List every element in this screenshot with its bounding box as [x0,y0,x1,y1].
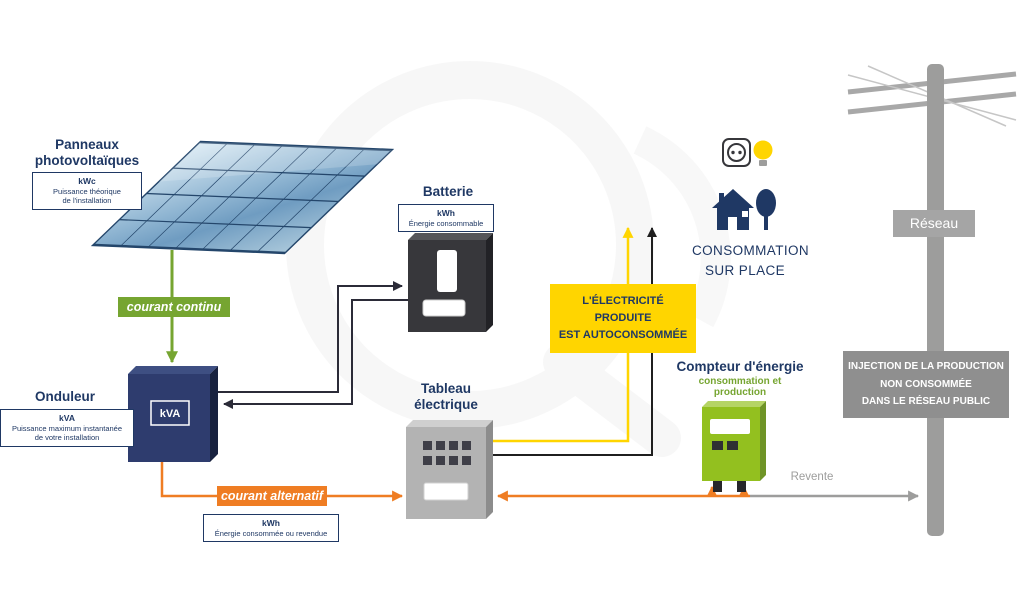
battery-title: Batterie [422,184,474,199]
inverter-spec-unit: kVA [59,413,75,423]
battery-spec-desc: Énergie consommable [408,218,484,228]
battery-discharge-line [223,299,410,409]
panels-title: Panneaux photovoltaïques [34,137,140,168]
grid-label: Réseau [893,210,975,237]
background-watermark [286,61,731,457]
panels-spec-unit: kWc [78,176,96,186]
battery-charge-line [216,281,403,393]
bulb-icon [753,140,773,166]
battery-spec-box: kWh Énergie consommable [398,204,494,233]
battery-spec-unit: kWh [437,208,455,218]
utility-pole-icon [927,64,944,536]
autoconsumption-callout: L'ÉLECTRICITÉ PRODUITE EST AUTOCONSOMMÉE [550,284,696,354]
solar-panel [90,140,395,255]
resale-label: Revente [790,471,834,483]
grid-injection-callout: INJECTION DE LA PRODUCTION NON CONSOMMÉE… [843,351,1009,418]
electrical-panel-device [406,420,493,519]
inverter-device: kVA [128,366,218,462]
electrical-panel-title: Tableau électrique [414,381,478,412]
inverter-title: Onduleur [35,389,95,404]
ac-energy-desc: Énergie consommée ou revendue [214,528,328,538]
panels-spec-desc: Puissance théorique de l'installation [53,186,121,206]
energy-meter-device [702,401,766,492]
meter-title: Compteur d'énergie [676,359,804,374]
inverter-spec-box: kVA Puissance maximum instantanée de vot… [0,409,134,448]
house-icon [712,189,754,230]
ac-energy-unit: kWh [262,518,280,528]
ac-energy-spec-box: kWh Énergie consommée ou revendue [203,514,339,543]
panels-spec-box: kWc Puissance théorique de l'installatio… [32,172,142,211]
inverter-spec-desc: Puissance maximum instantanée de votre i… [11,423,123,443]
onsite-consumption-label: CONSOMMATION SUR PLACE [692,243,810,278]
battery-device [408,233,493,332]
dc-current-label: courant continu [118,297,230,317]
power-socket-icon [722,138,751,167]
meter-subtitle: consommation et production [698,376,782,398]
inverter-device-label: kVA [160,408,181,420]
ac-current-label: courant alternatif [217,486,327,506]
tree-icon [756,189,776,230]
